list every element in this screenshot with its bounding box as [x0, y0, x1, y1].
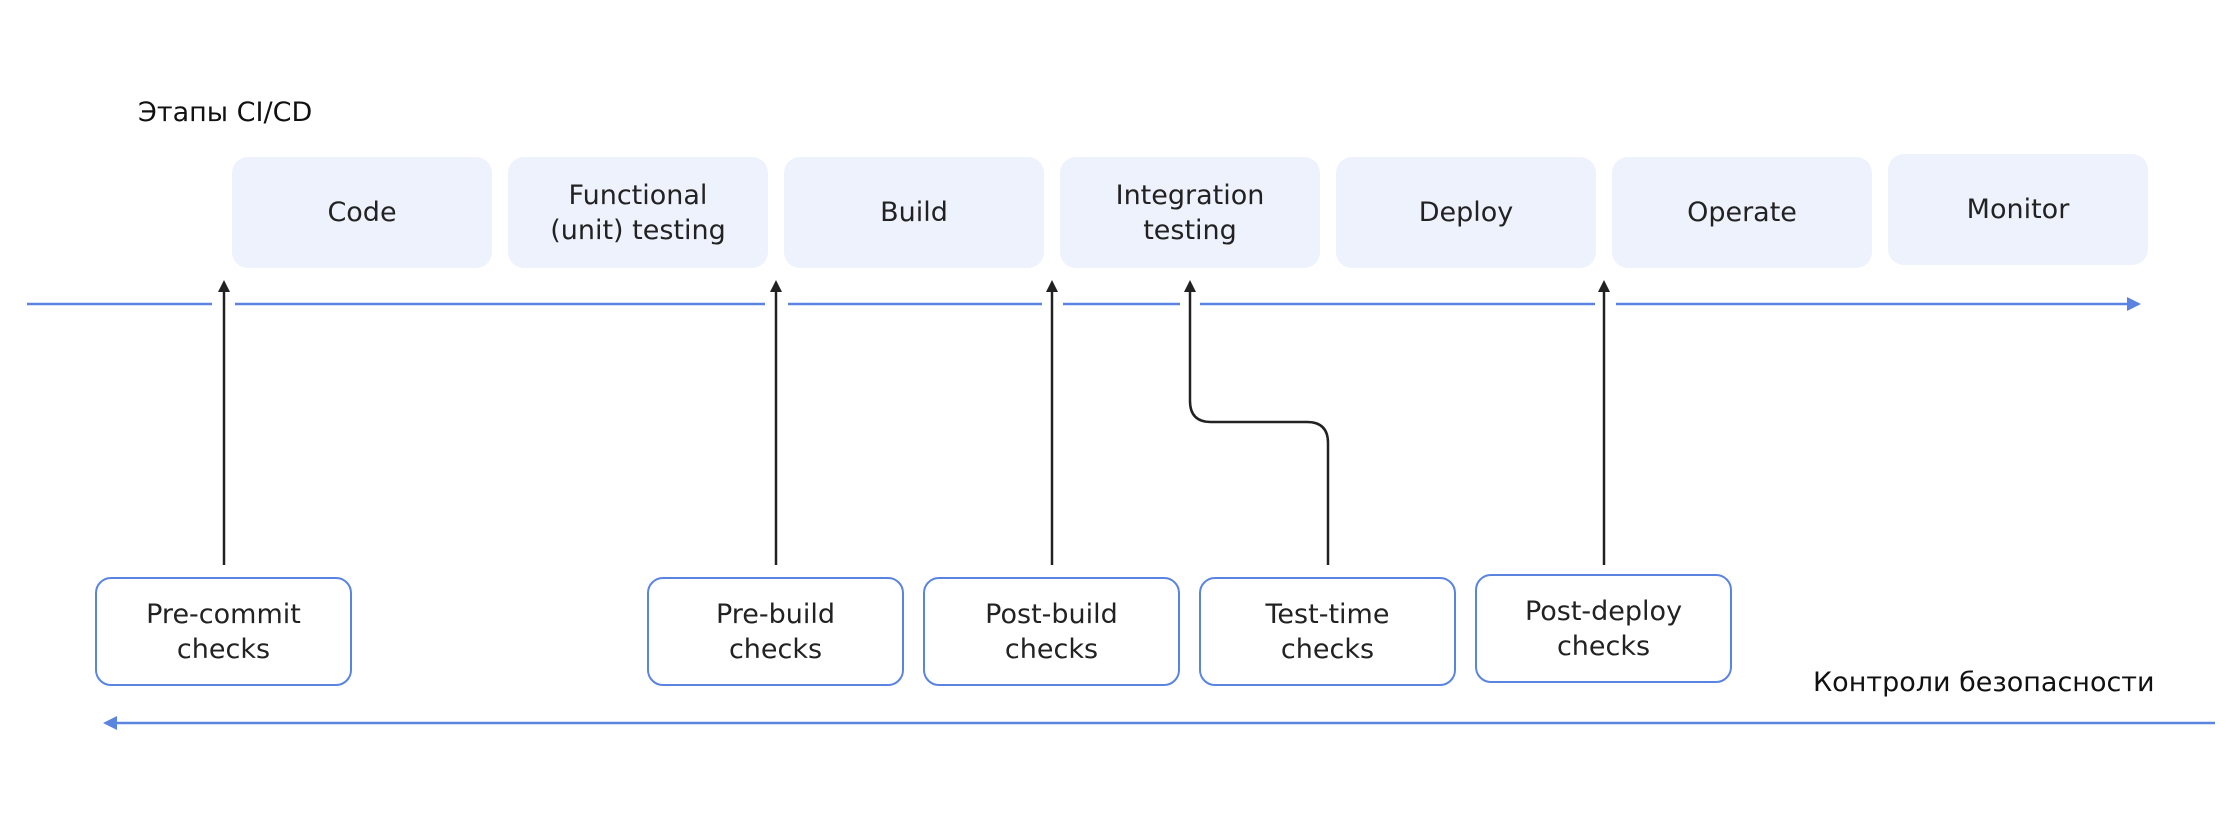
stage-code: Code — [232, 157, 492, 268]
check-test-time: Test-time checks — [1199, 577, 1456, 686]
stage-deploy: Deploy — [1336, 157, 1596, 268]
stage-integration-testing: Integration testing — [1060, 157, 1320, 268]
stage-monitor: Monitor — [1888, 154, 2148, 265]
stage-operate: Operate — [1612, 157, 1872, 268]
controls-heading: Контроли безопасности — [1813, 667, 2155, 698]
arrow-test-time — [1188, 290, 1330, 565]
controls-arrowhead — [103, 716, 117, 730]
timeline-arrowhead — [2127, 297, 2141, 311]
stages-heading: Этапы CI/CD — [138, 97, 313, 128]
stage-functional-testing: Functional (unit) testing — [508, 157, 768, 268]
stage-build: Build — [784, 157, 1044, 268]
check-pre-build: Pre-build checks — [647, 577, 904, 686]
check-post-deploy: Post-deploy checks — [1475, 574, 1732, 683]
check-pre-commit: Pre-commit checks — [95, 577, 352, 686]
check-post-build: Post-build checks — [923, 577, 1180, 686]
